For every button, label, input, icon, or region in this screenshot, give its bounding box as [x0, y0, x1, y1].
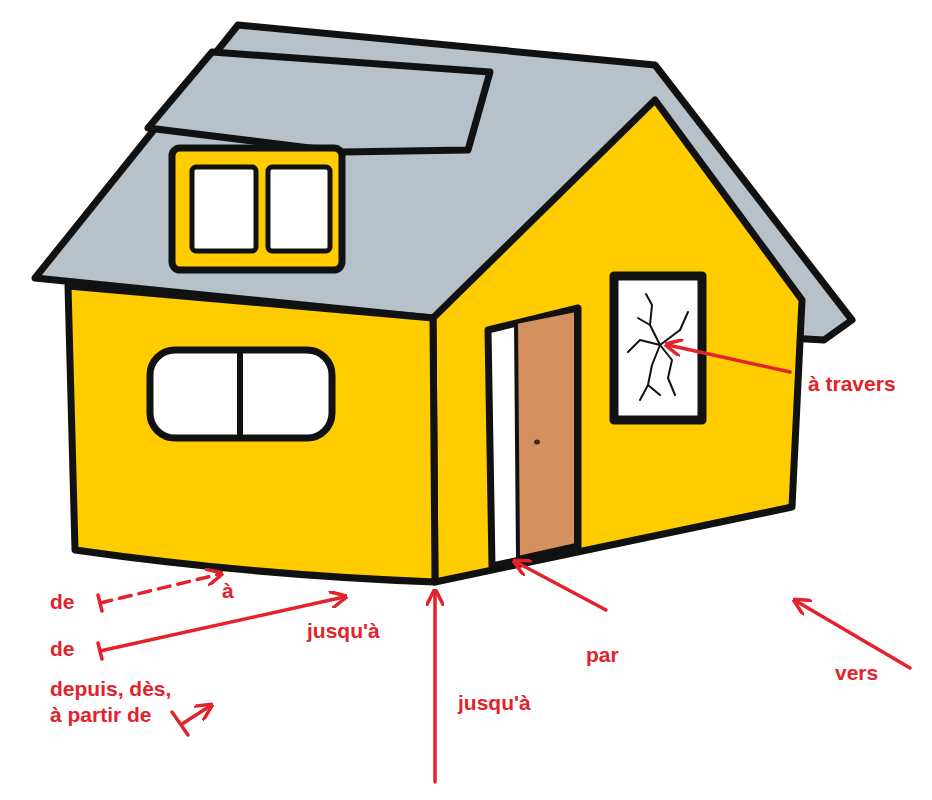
wall-window — [150, 350, 332, 438]
crack — [640, 345, 660, 400]
through-arrow — [668, 345, 790, 372]
dormer-roof — [148, 52, 490, 152]
preposition-label: jusqu'à — [307, 618, 380, 644]
preposition-label: de — [50, 589, 75, 615]
preposition-label: à travers — [808, 371, 896, 397]
door-knob — [534, 440, 540, 445]
preposition-label: de — [50, 636, 75, 662]
window-divider — [237, 352, 243, 436]
dormer-frame — [172, 148, 342, 270]
preposition-label: depuis, dès, à partir de — [50, 676, 178, 728]
gable-wall — [433, 100, 802, 582]
preposition-label: vers — [835, 660, 878, 686]
crack — [660, 345, 675, 395]
start-tick — [98, 643, 102, 659]
dormer-pane — [268, 167, 330, 251]
door-frame — [488, 308, 578, 566]
crack — [660, 312, 688, 345]
dormer-pane — [192, 167, 256, 251]
toward-arrow — [796, 601, 910, 668]
dashed-arrow — [100, 574, 220, 603]
crack — [638, 318, 650, 325]
door — [516, 310, 576, 558]
by-arrow — [516, 562, 606, 610]
preposition-label: à — [222, 578, 234, 604]
up-to-arrow — [433, 592, 437, 782]
start-tick — [98, 595, 102, 611]
since-arrow — [182, 706, 210, 724]
preposition-label: par — [586, 642, 619, 668]
crack — [646, 294, 660, 345]
front-wall — [68, 286, 435, 582]
start-tick — [172, 712, 188, 735]
crack — [628, 340, 660, 352]
preposition-label: jusqu'à — [458, 690, 531, 716]
crack — [648, 385, 660, 395]
